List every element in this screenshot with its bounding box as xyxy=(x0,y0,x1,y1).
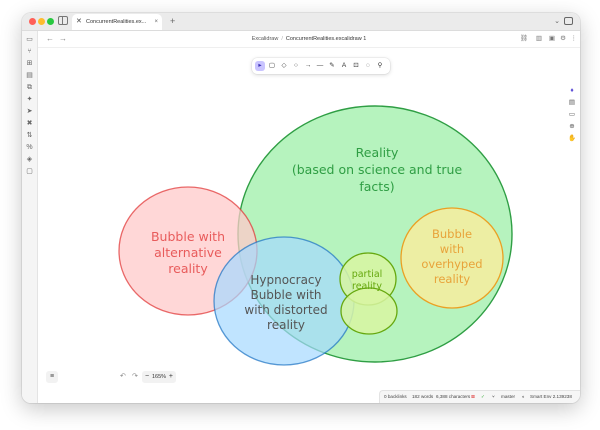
forward-button[interactable]: → xyxy=(59,34,67,43)
breadcrumb: Excalidraw/ConcurrentRealities.excalidra… xyxy=(38,31,580,47)
zoom-level[interactable]: 165% xyxy=(151,374,167,380)
main-menu-button[interactable]: ≡ xyxy=(46,371,58,383)
hypnocracy-label-line1: Hypnocracy xyxy=(250,273,321,287)
pin-icon[interactable]: ♦ xyxy=(570,87,574,94)
canvas-icon[interactable]: ⊞ xyxy=(26,60,33,67)
line-tool[interactable]: — xyxy=(316,62,324,69)
alternative-label-line3: reality xyxy=(168,261,208,276)
tab-concurrent-realities[interactable]: ✕ ConcurrentRealities.ex... × xyxy=(72,14,162,30)
copy-icon[interactable]: ⧉ xyxy=(27,84,32,91)
breadcrumb-separator: / xyxy=(281,36,283,42)
eraser-tool[interactable]: ◌ xyxy=(366,62,370,69)
partial-label-line1: partial xyxy=(352,269,383,280)
navigation-bar: ← → Excalidraw/ConcurrentRealities.excal… xyxy=(38,31,580,48)
alternative-label-line1: Bubble with xyxy=(151,229,225,244)
link-icon[interactable]: ⛓ xyxy=(519,35,528,42)
smart-env-status[interactable]: Smart Env 2.139238 xyxy=(530,394,572,399)
sparkle-icon[interactable]: ✦ xyxy=(26,96,33,103)
swap-icon[interactable]: ⇅ xyxy=(26,132,33,139)
branch-name[interactable]: master xyxy=(501,394,516,399)
back-button[interactable]: ← xyxy=(46,34,54,43)
calendar-icon[interactable]: ▤ xyxy=(26,72,33,79)
pen-tool[interactable]: ✎ xyxy=(329,62,335,69)
chat-icon[interactable]: ▢ xyxy=(26,168,33,175)
reality-label-line1: Reality xyxy=(356,145,399,160)
excalidraw-ribbon-icon[interactable]: ✖ xyxy=(26,120,33,127)
right-sidebar-toggle-icon[interactable] xyxy=(564,17,573,25)
maximize-window-button[interactable] xyxy=(47,18,54,25)
alternative-label-line2: alternative xyxy=(154,245,222,260)
arrow-tool[interactable]: → xyxy=(304,62,312,69)
redo-button[interactable]: ↷ xyxy=(132,373,138,380)
left-ribbon: ▭ ⑂ ⊞ ▤ ⧉ ✦ ➤ ✖ ⇅ % ◈ ▢ xyxy=(22,31,38,403)
hand-icon[interactable]: ✋ xyxy=(567,135,577,142)
hypnocracy-label-line2: Bubble with xyxy=(250,288,321,302)
percent-icon[interactable]: % xyxy=(26,144,33,151)
tab-close-icon[interactable]: × xyxy=(154,19,158,25)
partial-reality-circle-lower[interactable] xyxy=(340,287,398,335)
more-options-icon[interactable]: ⋮ xyxy=(570,35,578,42)
backlinks-count[interactable]: 0 backlinks xyxy=(384,394,407,399)
diamond-ribbon-icon[interactable]: ◈ xyxy=(26,156,33,163)
diamond-tool[interactable]: ◇ xyxy=(281,62,287,69)
drawing-svg: Reality (based on science and true facts… xyxy=(118,105,513,366)
app-window: ✕ ConcurrentRealities.ex... × + ⌄ ▭ ⑂ ⊞ … xyxy=(22,13,580,403)
save-icon[interactable]: ▣ xyxy=(548,35,555,42)
ellipse-tool[interactable]: ○ xyxy=(294,62,298,69)
lock-icon[interactable]: ⊕ xyxy=(569,123,575,130)
zoom-controls: − 165% + xyxy=(142,371,176,383)
character-count: 6,388 characters xyxy=(436,394,471,399)
word-count: 182 words xyxy=(412,394,434,399)
more-tools[interactable]: ⚲ xyxy=(377,62,383,69)
reality-label-line3: facts) xyxy=(359,179,394,194)
overhyped-label-line3: overhyped xyxy=(421,257,482,271)
status-bar: 0 backlinks 182 words 6,388 characters ⊠… xyxy=(379,390,580,403)
overhyped-label-line2: with xyxy=(440,242,464,256)
settings-icon[interactable]: ⚙ xyxy=(560,35,566,42)
rectangle-tool[interactable]: ▢ xyxy=(268,62,276,69)
title-bar: ✕ ConcurrentRealities.ex... × + ⌄ xyxy=(22,13,580,31)
zoom-in-button[interactable]: + xyxy=(168,373,173,380)
overhyped-label-line4: reality xyxy=(434,272,470,286)
undo-button[interactable]: ↶ xyxy=(120,373,126,380)
send-icon[interactable]: ➤ xyxy=(26,108,33,115)
image-tool[interactable]: ⊡ xyxy=(353,62,359,69)
breadcrumb-file[interactable]: ConcurrentRealities.excalidraw 1 xyxy=(285,36,367,42)
library-icon[interactable]: ▭ xyxy=(568,111,576,118)
document-icon[interactable]: ▤ xyxy=(568,99,576,106)
selection-tool[interactable]: ▸ xyxy=(255,61,265,71)
tab-list-chevron-icon[interactable]: ⌄ xyxy=(554,18,560,25)
close-window-button[interactable] xyxy=(29,18,36,25)
book-icon[interactable]: ▥ xyxy=(535,35,542,42)
hypnocracy-label-line4: reality xyxy=(267,318,305,332)
reality-label-line2: (based on science and true xyxy=(292,162,463,177)
excalidraw-canvas[interactable]: ▸▢◇○→—✎A⊡◌⚲ ♦ ▤ ▭ ⊕ ✋ Reality (based o xyxy=(38,48,580,391)
smart-env-icon: ◐ xyxy=(522,394,525,399)
sidebar-toggle-icon[interactable] xyxy=(58,16,68,25)
minimize-window-button[interactable] xyxy=(38,18,45,25)
hypnocracy-label-line3: with distorted xyxy=(244,303,327,317)
file-icon[interactable]: ▭ xyxy=(26,36,33,43)
excalidraw-icon: ✕ xyxy=(76,18,82,25)
breadcrumb-folder[interactable]: Excalidraw xyxy=(251,36,279,42)
text-tool[interactable]: A xyxy=(341,62,347,69)
shape-toolbar: ▸▢ ◇ ○ → — ✎ A ⊡ ◌ ⚲ xyxy=(252,58,390,74)
new-tab-button[interactable]: + xyxy=(170,16,176,26)
sync-error-icon[interactable]: ⊠ xyxy=(471,394,475,399)
zoom-out-button[interactable]: − xyxy=(145,373,150,380)
graph-icon[interactable]: ⑂ xyxy=(27,48,32,55)
branch-icon: ⑂ xyxy=(492,394,495,399)
overhyped-reality-circle[interactable] xyxy=(400,207,504,309)
overhyped-label-line1: Bubble xyxy=(432,227,472,241)
partial-label-line2: reality xyxy=(352,281,382,292)
check-icon[interactable]: ✓ xyxy=(481,394,485,399)
tab-title: ConcurrentRealities.ex... xyxy=(86,19,147,25)
